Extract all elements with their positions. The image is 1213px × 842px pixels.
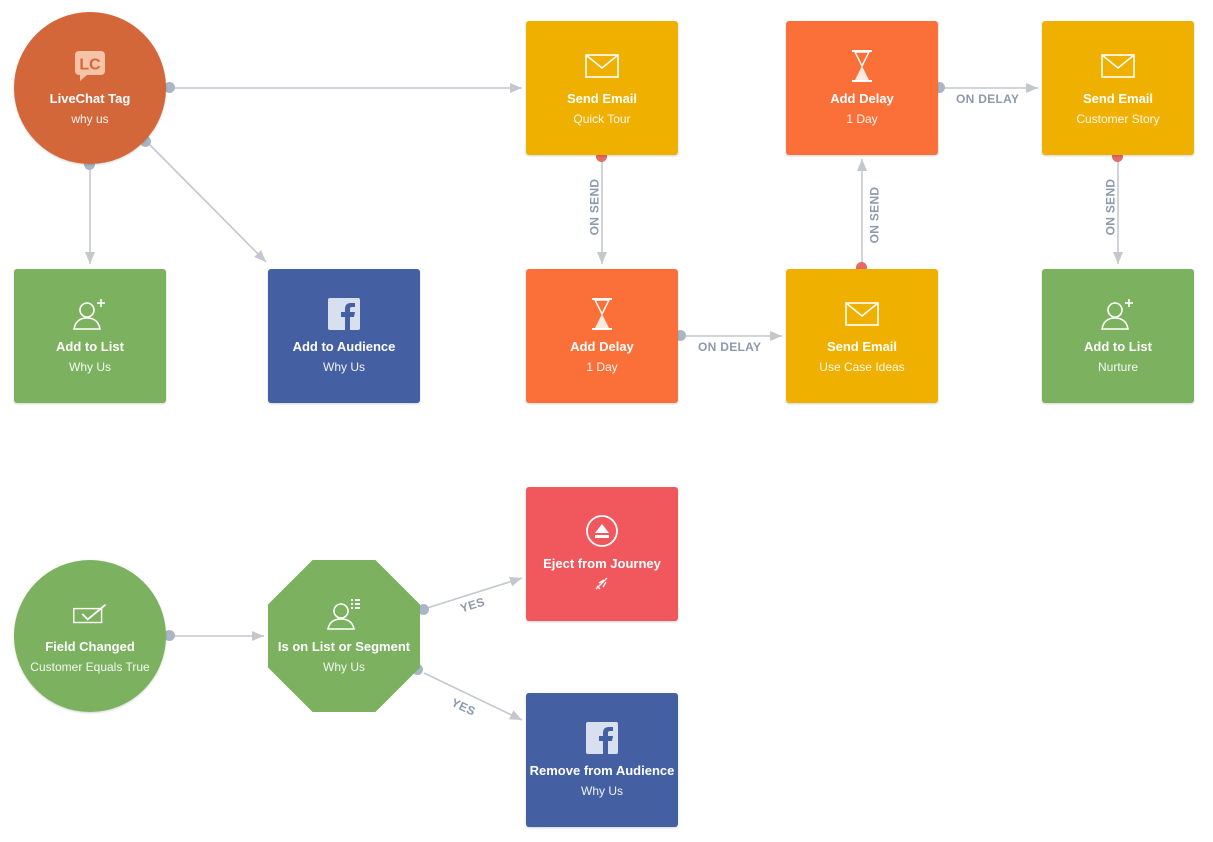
add-to-audience-node[interactable]: Add to Audience Why Us: [268, 269, 420, 403]
edge-label-on-send: ON SEND: [1103, 178, 1118, 236]
envelope-icon: [585, 49, 619, 83]
send-email-quick-tour-node[interactable]: Send Email Quick Tour: [526, 21, 678, 155]
remove-from-audience-node[interactable]: Remove from Audience Why Us: [526, 693, 678, 827]
is-on-list-condition-node[interactable]: Is on List or Segment Why Us: [268, 560, 420, 712]
node-title: Send Email: [566, 91, 638, 106]
port-condition-yes-1[interactable]: [418, 604, 429, 615]
add-delay-node-2[interactable]: Add Delay 1 Day: [786, 21, 938, 155]
send-email-use-case-node[interactable]: Send Email Use Case Ideas: [786, 269, 938, 403]
edge-label-on-send: ON SEND: [867, 186, 882, 244]
eject-icon: [585, 514, 619, 548]
send-email-customer-story-node[interactable]: Send Email Customer Story: [1042, 21, 1194, 155]
port-livechat-bottom[interactable]: [84, 159, 95, 170]
add-to-list-nurture-node[interactable]: Add to List Nurture: [1042, 269, 1194, 403]
add-to-list-why-us-node[interactable]: Add to List Why Us: [14, 269, 166, 403]
node-subtitle: Why Us: [323, 660, 365, 674]
node-subtitle: Why Us: [581, 784, 623, 798]
plane-icon: [595, 577, 609, 595]
node-subtitle: Customer Story: [1076, 112, 1160, 126]
envelope-icon: [845, 297, 879, 331]
edge-label-on-delay: ON DELAY: [956, 92, 1020, 106]
port-add-delay-1[interactable]: [675, 330, 686, 341]
node-subtitle: why us: [71, 112, 109, 126]
hourglass-icon: [585, 297, 619, 331]
edge-label-on-delay: ON DELAY: [698, 340, 762, 354]
port-send-email-use-case[interactable]: [856, 262, 867, 273]
checkbox-icon: [73, 597, 107, 631]
port-livechat-diagonal[interactable]: [140, 136, 151, 147]
facebook-icon: [327, 297, 361, 331]
port-livechat-right[interactable]: [164, 82, 175, 93]
eject-from-journey-node[interactable]: Eject from Journey: [526, 487, 678, 621]
user-add-icon: [73, 297, 107, 331]
node-title: Remove from Audience: [529, 763, 675, 778]
node-title: Field Changed: [45, 639, 135, 654]
field-changed-trigger-node[interactable]: Field Changed Customer Equals True: [14, 560, 166, 712]
port-send-email-quick-tour[interactable]: [596, 151, 607, 162]
node-subtitle: 1 Day: [586, 360, 618, 374]
node-subtitle: Why Us: [69, 360, 111, 374]
edge-condition-to-eject: [423, 576, 523, 610]
node-subtitle: Why Us: [323, 360, 365, 374]
node-title: Add to List: [1084, 339, 1152, 354]
edge-label-on-send: ON SEND: [587, 178, 602, 236]
port-field-changed[interactable]: [164, 630, 175, 641]
port-send-email-customer-story[interactable]: [1112, 151, 1123, 162]
livechat-tag-trigger-node[interactable]: LC LiveChat Tag why us: [14, 12, 166, 164]
node-title: LiveChat Tag: [49, 91, 131, 106]
port-add-delay-2[interactable]: [934, 82, 945, 93]
node-title: Is on List or Segment: [277, 639, 411, 654]
node-title: Send Email: [826, 339, 898, 354]
node-title: Add to Audience: [292, 339, 396, 354]
node-subtitle: 1 Day: [846, 112, 878, 126]
user-add-icon: [1101, 297, 1135, 331]
node-title: Send Email: [1082, 91, 1154, 106]
livechat-icon: LC: [73, 49, 107, 83]
node-subtitle: Customer Equals True: [30, 660, 150, 674]
add-delay-node-1[interactable]: Add Delay 1 Day: [526, 269, 678, 403]
hourglass-icon: [845, 49, 879, 83]
user-list-icon: [327, 597, 361, 631]
envelope-icon: [1101, 49, 1135, 83]
node-title: Add to List: [56, 339, 124, 354]
edge-condition-to-remove: [423, 672, 523, 721]
edge-livechat-to-add-to-audience: [145, 140, 267, 263]
node-subtitle: Quick Tour: [573, 112, 631, 126]
node-subtitle: Nurture: [1097, 360, 1138, 374]
facebook-icon: [585, 721, 619, 755]
node-title: Add Delay: [570, 339, 634, 354]
node-title: Eject from Journey: [543, 555, 661, 571]
svg-text:LC: LC: [79, 57, 101, 74]
node-subtitle: Use Case Ideas: [819, 360, 905, 374]
node-title: Add Delay: [830, 91, 894, 106]
